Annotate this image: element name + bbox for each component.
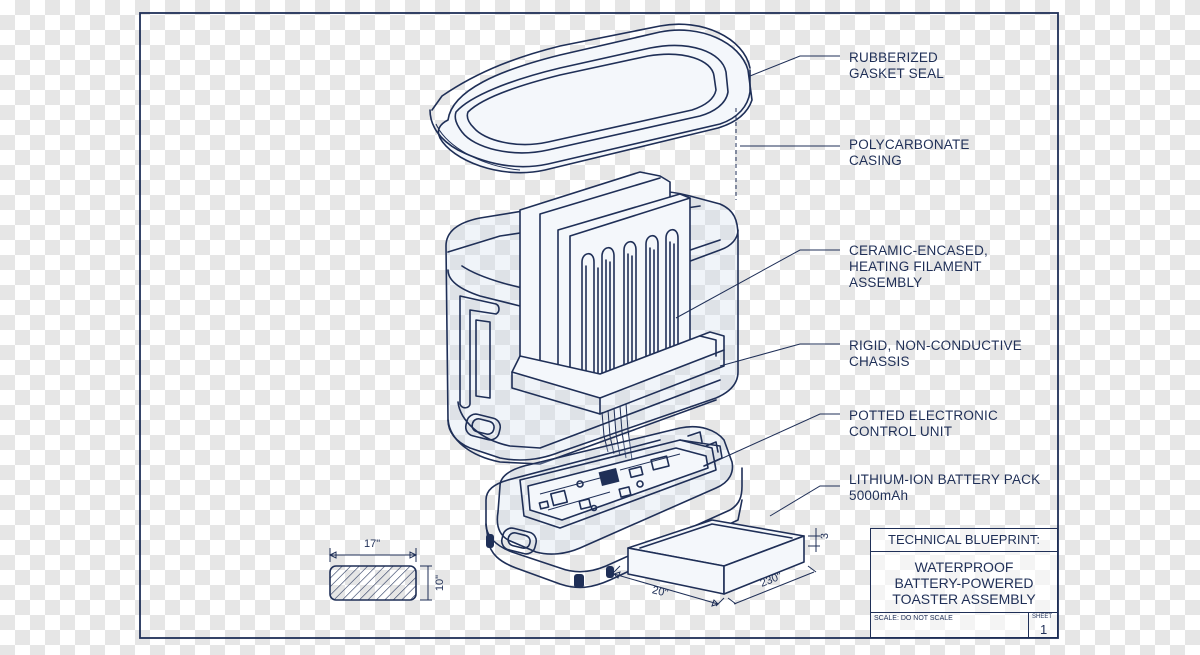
dim-battery-thickness: 3 bbox=[819, 532, 832, 540]
callout-text: POLYCARBONATE bbox=[849, 137, 970, 152]
dimension-lines bbox=[328, 528, 820, 607]
title-block: TECHNICAL BLUEPRINT: WATERPROOF BATTERY-… bbox=[870, 528, 1058, 638]
scale-note: SCALE: DO NOT SCALE bbox=[874, 615, 953, 622]
title-block-title: WATERPROOF BATTERY-POWERED TOASTER ASSEM… bbox=[871, 559, 1057, 607]
callout-text: POTTED ELECTRONIC bbox=[849, 408, 998, 423]
dim-section-width: 17" bbox=[364, 538, 381, 550]
title-line: BATTERY-POWERED bbox=[894, 575, 1034, 591]
non-conductive-chassis bbox=[511, 331, 725, 415]
callout-leaders bbox=[675, 55, 840, 517]
callout-heating-filament: CERAMIC-ENCASED, HEATING FILAMENT ASSEMB… bbox=[849, 243, 988, 291]
drawing-frame bbox=[139, 12, 1059, 639]
title-line: WATERPROOF bbox=[914, 559, 1014, 575]
callout-text: HEATING FILAMENT bbox=[849, 259, 982, 274]
gasket-lid bbox=[429, 23, 753, 174]
sheet-cell: SHEET 1 bbox=[1028, 613, 1057, 638]
callout-polycarbonate-casing: POLYCARBONATE CASING bbox=[849, 137, 970, 169]
callout-text: LITHIUM-ION BATTERY PACK bbox=[849, 472, 1041, 487]
callout-gasket-seal: RUBBERIZED GASKET SEAL bbox=[849, 50, 944, 82]
title-line: TOASTER ASSEMBLY bbox=[892, 591, 1036, 607]
callout-chassis: RIGID, NON-CONDUCTIVE CHASSIS bbox=[849, 338, 1022, 370]
electronic-control-unit bbox=[485, 425, 743, 589]
callout-text: CHASSIS bbox=[849, 354, 910, 369]
heating-filament-assembly bbox=[519, 171, 691, 389]
callout-text: RUBBERIZED bbox=[849, 50, 939, 65]
callout-control-unit: POTTED ELECTRONIC CONTROL UNIT bbox=[849, 408, 998, 440]
sheet-number: 1 bbox=[1040, 622, 1048, 637]
title-block-heading: TECHNICAL BLUEPRINT: bbox=[871, 529, 1057, 552]
callout-text: ASSEMBLY bbox=[849, 275, 923, 290]
callout-text: CONTROL UNIT bbox=[849, 424, 953, 439]
callout-text: GASKET SEAL bbox=[849, 66, 944, 81]
sheet-label: SHEET bbox=[1032, 614, 1053, 620]
callout-text: 5000mAh bbox=[849, 488, 909, 503]
callout-text: CERAMIC-ENCASED, bbox=[849, 243, 988, 258]
callout-text: RIGID, NON-CONDUCTIVE bbox=[849, 338, 1022, 353]
callout-text: CASING bbox=[849, 153, 902, 168]
callout-battery: LITHIUM-ION BATTERY PACK 5000mAh bbox=[849, 472, 1040, 504]
title-block-footer: SCALE: DO NOT SCALE SHEET 1 bbox=[871, 612, 1057, 638]
dim-section-height: 10" bbox=[434, 574, 447, 592]
battery-pack bbox=[627, 519, 805, 595]
